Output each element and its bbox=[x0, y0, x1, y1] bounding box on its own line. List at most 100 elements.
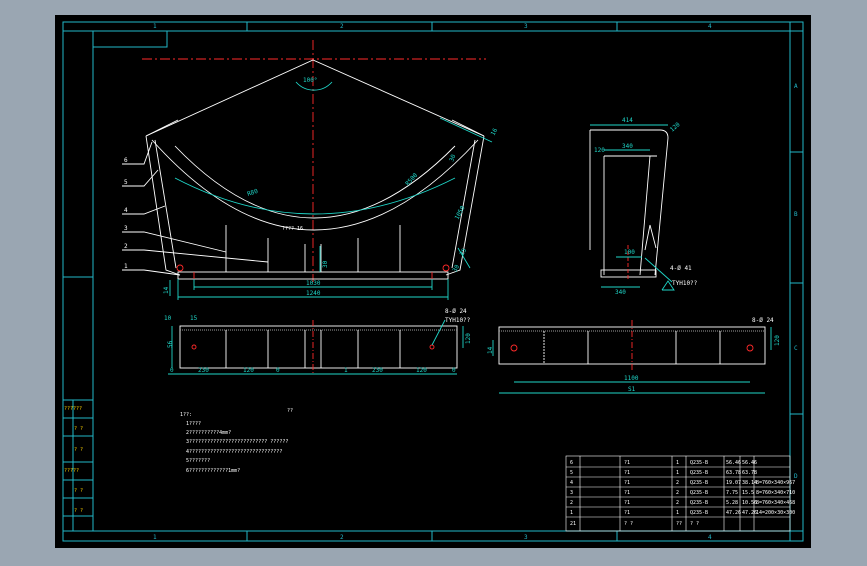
plan-seg-label: 120 bbox=[243, 367, 254, 374]
side-dim-side-label: 120 bbox=[594, 147, 605, 154]
parts-header-qty: ?? bbox=[676, 521, 682, 527]
parts-cell-name: ?1 bbox=[624, 510, 630, 516]
parts-cell-note: 14=200×30×300 bbox=[756, 510, 795, 516]
dim-left-flange-label: 14 bbox=[163, 286, 170, 294]
plan-hole-note-1: 8-Ø 24 bbox=[445, 308, 467, 315]
side-inner-right bbox=[639, 155, 651, 276]
leader-3 bbox=[122, 231, 227, 253]
side-dim-base-h-label: 100 bbox=[624, 249, 635, 256]
note-line: 5??????? bbox=[186, 458, 210, 464]
plan2-hole-note: 8-Ø 24 bbox=[752, 317, 774, 324]
plan-view-1-labels: 10 15 56 120 8-Ø 24 TYH10?? 0 230 120 0 … bbox=[164, 308, 472, 374]
parts-cell-mat: Q235-B bbox=[690, 500, 708, 506]
side-top-plate bbox=[590, 129, 669, 276]
dim-slope bbox=[439, 117, 493, 143]
plan-seg-label: 120 bbox=[416, 367, 427, 374]
top-v-outline bbox=[145, 59, 485, 137]
plan-dim-h1: 10 bbox=[164, 315, 172, 322]
zone-right-b: B bbox=[794, 211, 798, 218]
plan2-hole-right bbox=[746, 344, 754, 352]
parts-cell-qty: 2 bbox=[676, 500, 679, 506]
leader-label-3: 3 bbox=[124, 225, 128, 232]
zone-right-d: D bbox=[794, 473, 798, 480]
note-line: 1??: bbox=[180, 412, 192, 418]
side-base bbox=[600, 269, 657, 278]
dim-side-top-label: 25 bbox=[459, 247, 469, 257]
parts-cell-name: ?1 bbox=[624, 470, 630, 476]
dim-slope-mid-label: 30 bbox=[448, 153, 457, 163]
right-side-plate bbox=[445, 135, 485, 276]
base-plate bbox=[177, 271, 449, 280]
parts-cell-no: 3 bbox=[570, 490, 573, 496]
side-view-labels: 414 120 340 120 100 340 4-Ø 41 TYH10?? bbox=[594, 117, 698, 296]
drawing-paper bbox=[55, 15, 811, 548]
parts-cell-w1: 47.26 bbox=[726, 510, 741, 516]
zone-bottom-2: 2 bbox=[340, 534, 344, 541]
left-bolt-hole bbox=[176, 264, 184, 272]
zone-right-a: A bbox=[794, 83, 798, 90]
left-strip bbox=[62, 276, 94, 532]
parts-cell-no: 5 bbox=[570, 470, 573, 476]
radius-arc bbox=[174, 177, 456, 215]
parts-cell-qty: 1 bbox=[676, 470, 679, 476]
plan-hole-note-2: TYH10?? bbox=[445, 317, 471, 324]
plan2-dim-span-label: S1 bbox=[628, 386, 636, 393]
left-strip-label: ? ? bbox=[74, 508, 83, 514]
dim-bottom-width-label: 1240 bbox=[306, 290, 321, 297]
dim-web-label: 30 bbox=[322, 260, 329, 268]
side-dim-base-label: 340 bbox=[615, 289, 626, 296]
side-weld-symbol bbox=[661, 280, 675, 291]
parts-cell-w2: 56.46 bbox=[742, 460, 757, 466]
side-weld-leader bbox=[644, 257, 673, 283]
parts-cell-mat: Q235-B bbox=[690, 480, 708, 486]
parts-cell-w2: 15.5 bbox=[742, 490, 754, 496]
plan-seg-label: 230 bbox=[372, 367, 383, 374]
parts-cell-qty: 2 bbox=[676, 490, 679, 496]
plan-seg-label: 0 bbox=[452, 367, 456, 374]
left-strip-label: ? ? bbox=[74, 426, 83, 432]
radius-label: R80 bbox=[246, 188, 259, 198]
parts-cell-w1: 7.75 bbox=[726, 490, 738, 496]
left-strip-labels: ?????? ? ? ? ? ????? ? ? ? ? bbox=[64, 406, 83, 514]
parts-cell-no: 2 bbox=[570, 500, 573, 506]
left-strip-label: ?????? bbox=[64, 406, 82, 412]
parts-cell-name: ?1 bbox=[624, 460, 630, 466]
parts-cell-qty: 2 bbox=[676, 480, 679, 486]
dim-inner-width-label: 1030 bbox=[306, 280, 321, 287]
plan-seg-label: 1 bbox=[344, 367, 348, 374]
parts-cell-mat: Q235-B bbox=[690, 490, 708, 496]
parts-table-frame bbox=[565, 455, 791, 532]
zone-top-3: 3 bbox=[524, 23, 528, 30]
notes-title: ?? bbox=[287, 408, 293, 414]
plan-view-2-labels: 8-Ø 24 14 120 1100 S1 bbox=[487, 317, 781, 393]
title-block-top-left bbox=[93, 31, 168, 48]
zone-ticks bbox=[246, 22, 803, 541]
note-line: 2??????????4mm? bbox=[186, 430, 231, 436]
left-strip-label: ? ? bbox=[74, 447, 83, 453]
parts-cell-mat: Q235-B bbox=[690, 470, 708, 476]
parts-cell-qty: 1 bbox=[676, 510, 679, 516]
leader-label-4: 4 bbox=[124, 207, 128, 214]
plan2-dim-overall-label: 1100 bbox=[624, 375, 639, 382]
zone-top-2: 2 bbox=[340, 23, 344, 30]
plan-seg-label: 0 bbox=[276, 367, 280, 374]
zone-labels: 1 2 3 4 1 2 3 4 A B C D bbox=[153, 23, 798, 541]
parts-cell-name: ?1 bbox=[624, 480, 630, 486]
left-top-tab bbox=[145, 119, 179, 137]
parts-cell-no: 1 bbox=[570, 510, 573, 516]
side-gusset bbox=[649, 224, 657, 249]
parts-cell-w2: 10.56 bbox=[742, 500, 757, 506]
saddle-inner-arc bbox=[174, 145, 456, 219]
plan-dim-height: 56 bbox=[167, 340, 174, 348]
parts-cell-w2: 47.26 bbox=[742, 510, 757, 516]
plan-view-2 bbox=[492, 320, 772, 394]
leader-label-2: 2 bbox=[124, 243, 128, 250]
parts-cell-note: 8=760×340×468 bbox=[756, 500, 795, 506]
parts-cell-w1: 56.46 bbox=[726, 460, 741, 466]
left-strip-frame bbox=[62, 276, 94, 532]
parts-cell-mat: Q235-B bbox=[690, 460, 708, 466]
parts-header-mat: ? ? bbox=[690, 521, 699, 527]
technical-notes: ?? 1??: 1???? 2??????????4mm? 3?????????… bbox=[180, 408, 293, 474]
side-dim-top-label: 414 bbox=[622, 117, 633, 124]
